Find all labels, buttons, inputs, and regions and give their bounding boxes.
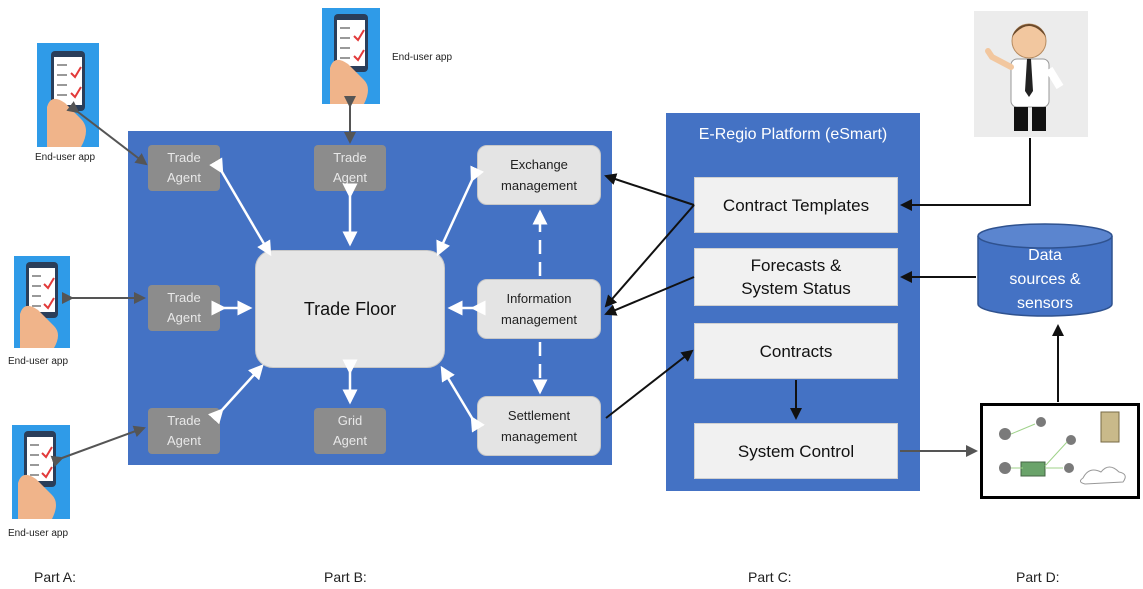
phone-top-left xyxy=(37,43,99,147)
phone-app-icon xyxy=(47,51,86,147)
data-sources-label: Data sources & sensors xyxy=(1009,247,1081,312)
trade-floor: Trade Floor xyxy=(255,250,445,368)
phone-app-icon xyxy=(330,14,368,104)
forecasts-system-status-box: Forecasts & System Status xyxy=(694,248,898,306)
trade-floor-label: Trade Floor xyxy=(303,298,397,319)
sensor-network-illustration xyxy=(999,411,1126,485)
part-c-label: Part C: xyxy=(748,569,792,585)
end-user-app-label-bottom-left: End-user app xyxy=(8,528,69,539)
trade-agent-bottom-left: Trade Agent xyxy=(148,408,220,454)
end-user-app-label-mid-left: End-user app xyxy=(8,356,69,367)
end-user-app-label-top-left: End-user app xyxy=(35,152,96,163)
contract-templates-box: Contract Templates xyxy=(694,177,898,233)
phone-app-icon xyxy=(18,431,56,519)
part-d-label: Part D: xyxy=(1016,569,1060,585)
part-b-label: Part B: xyxy=(324,569,367,585)
contract-manager-illustration xyxy=(974,11,1088,137)
system-control-box: System Control xyxy=(694,423,898,479)
trade-agent-top-left: Trade Agent xyxy=(148,145,220,191)
phone-bottom-left xyxy=(12,425,70,519)
trade-agent-mid-left: Trade Agent xyxy=(148,285,220,331)
phone-app-icon xyxy=(20,262,58,348)
arrow-person-templates xyxy=(900,138,1031,211)
part-a-label: Part A: xyxy=(34,569,77,585)
sensor-network-image xyxy=(980,403,1140,499)
grid-agent: Grid Agent xyxy=(314,408,386,454)
contracts-box: Contracts xyxy=(694,323,898,379)
settlement-management-box: Settlement management xyxy=(477,396,601,456)
end-user-app-label-top-center: End-user app xyxy=(392,52,453,63)
information-management-box: Information management xyxy=(477,279,601,339)
e-regio-platform-title: E-Regio Platform (eSmart) xyxy=(698,126,888,143)
phone-mid-left xyxy=(14,256,70,348)
person-figure xyxy=(985,23,1064,131)
phone-top-center xyxy=(322,8,380,104)
exchange-management-box: Exchange management xyxy=(477,145,601,205)
trade-agent-top-center: Trade Agent xyxy=(314,145,386,191)
